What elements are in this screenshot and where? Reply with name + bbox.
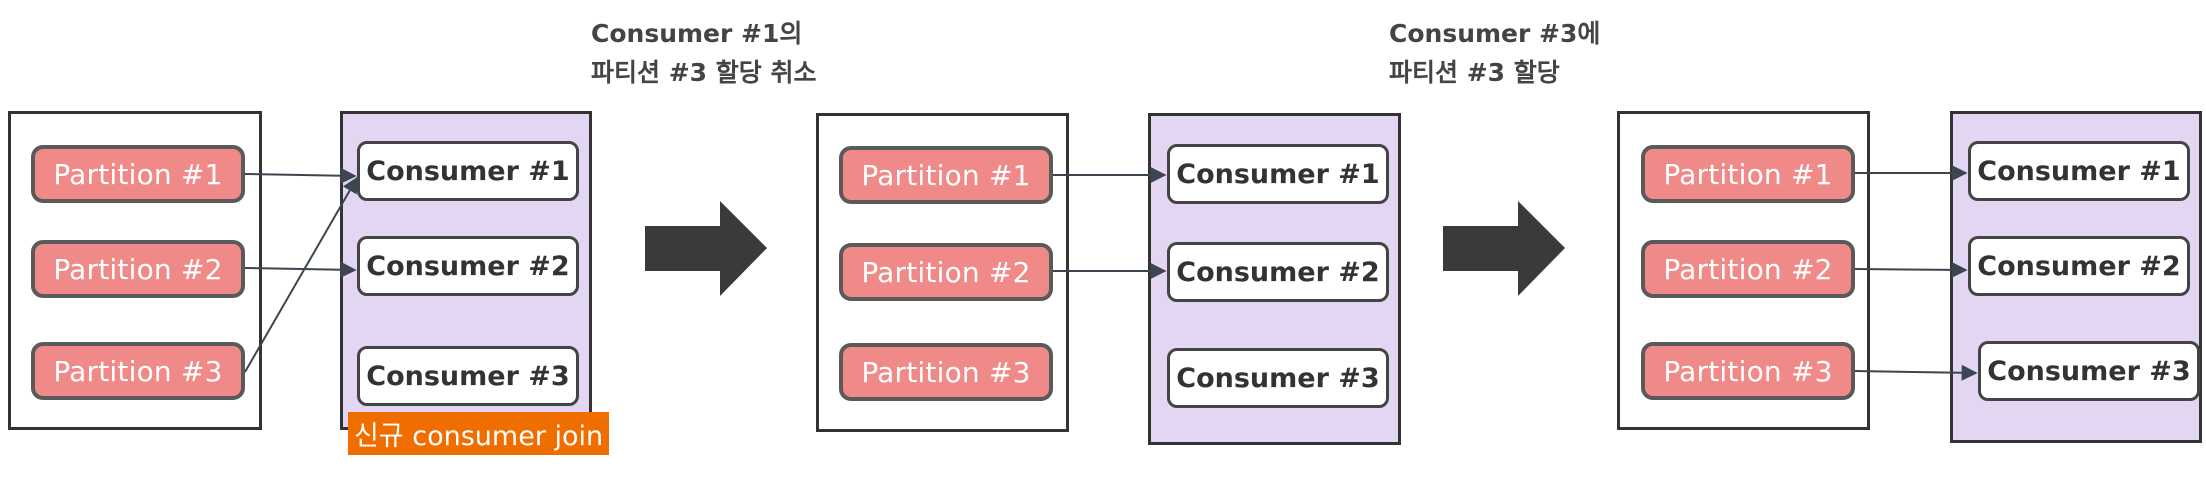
stage3-partition-3: Partition #3: [1641, 342, 1855, 400]
transition1-arrow: [645, 201, 767, 296]
stage3-partition-2: Partition #2: [1641, 240, 1855, 298]
stage3-partition-1: Partition #1: [1641, 145, 1855, 203]
stage2-partition-3: Partition #3: [839, 343, 1053, 401]
stage2-partition-2: Partition #2: [839, 243, 1053, 301]
transition1-caption-line2: 파티션 #3 할당 취소: [591, 58, 817, 87]
stage3-consumer-3: Consumer #3: [1978, 341, 2200, 401]
stage1-partition-3: Partition #3: [31, 342, 245, 400]
stage1-link-p2-c2: [244, 261, 357, 278]
stage3-link-p2-c2: [1854, 261, 1968, 278]
transition2-arrow: [1443, 201, 1565, 296]
transition1-caption-line1: Consumer #1의: [591, 19, 803, 48]
stage2-consumer-1: Consumer #1: [1167, 144, 1389, 204]
stage1-link-p3-c1: [244, 176, 358, 373]
stage1-consumer-2: Consumer #2: [357, 236, 579, 296]
stage1-link-p1-c1: [244, 167, 357, 184]
transition1-caption: Consumer #1의 파티션 #3 할당 취소: [591, 14, 816, 92]
transition2-caption-line2: 파티션 #3 할당: [1389, 58, 1560, 87]
stage2-consumer-3: Consumer #3: [1167, 348, 1389, 408]
stage1-consumer-3: Consumer #3: [357, 346, 579, 406]
transition2-caption: Consumer #3에 파티션 #3 할당: [1389, 14, 1600, 92]
stage3-consumer-2: Consumer #2: [1968, 236, 2190, 296]
stage2-consumer-2: Consumer #2: [1167, 242, 1389, 302]
stage1-consumer-1: Consumer #1: [357, 141, 579, 201]
stage2-partition-1: Partition #1: [839, 146, 1053, 204]
stage1-partition-1: Partition #1: [31, 145, 245, 203]
stage3-link-p3-c3: [1854, 364, 1978, 381]
stage3-consumer-1: Consumer #1: [1968, 141, 2190, 201]
transition2-caption-line1: Consumer #3에: [1389, 19, 1601, 48]
stage1-partition-2: Partition #2: [31, 240, 245, 298]
new-consumer-join-label: 신규 consumer join: [348, 412, 610, 455]
